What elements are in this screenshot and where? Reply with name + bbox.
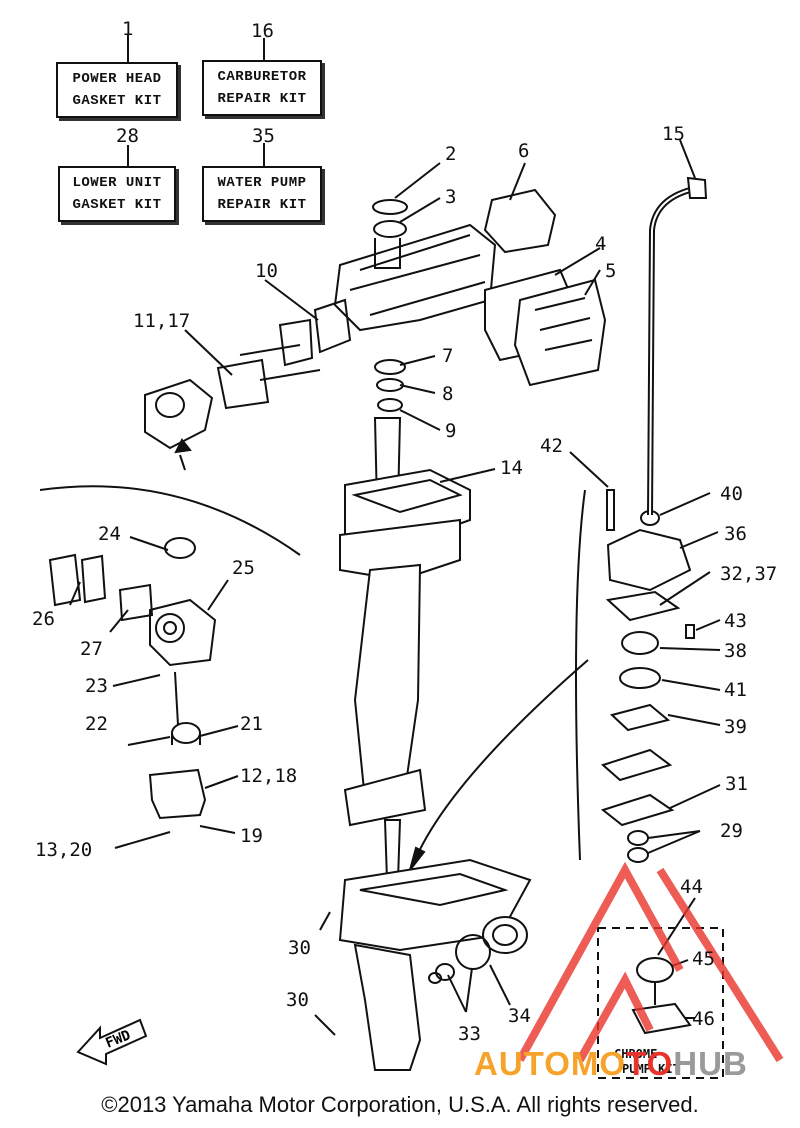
kit-box-line2: REPAIR KIT — [217, 91, 307, 107]
kit-box-line1: LOWER UNIT — [72, 175, 162, 191]
part-29: 29 — [720, 820, 743, 842]
part-7: 7 — [442, 345, 453, 367]
part-38: 38 — [724, 640, 747, 662]
part-10: 10 — [255, 260, 278, 282]
part-6: 6 — [518, 140, 529, 162]
part-30-upper: 30 — [288, 937, 311, 959]
part-30-lower: 30 — [286, 989, 309, 1011]
kit-box-line1: POWER HEAD — [72, 71, 162, 87]
part-23: 23 — [85, 675, 108, 697]
kit-box-carburetor: CARBURETOR REPAIR KIT — [202, 60, 322, 116]
brand-part3: HUB — [673, 1045, 748, 1082]
chrome-kit-label-line2: PUMP KIT — [622, 1062, 680, 1076]
kit-number-16: 16 — [251, 20, 274, 42]
kit-box-lower-unit: LOWER UNIT GASKET KIT — [58, 166, 176, 222]
part-43: 43 — [724, 610, 747, 632]
fwd-arrow: FWD — [76, 1018, 148, 1066]
part-39: 39 — [724, 716, 747, 738]
part-41: 41 — [724, 679, 747, 701]
kit-box-line1: WATER PUMP — [217, 175, 307, 191]
part-31: 31 — [725, 773, 748, 795]
brand-part1: AUTOMO — [474, 1045, 627, 1082]
part-24: 24 — [98, 523, 121, 545]
kit-number-28: 28 — [116, 125, 139, 147]
part-15: 15 — [662, 123, 685, 145]
part-22: 22 — [85, 713, 108, 735]
part-3: 3 — [445, 186, 456, 208]
reference-numbers: 1 16 28 35 2 3 4 5 6 7 8 9 10 11,17 12,1… — [32, 18, 777, 1045]
part-32-37: 32,37 — [720, 563, 777, 585]
part-34: 34 — [508, 1005, 531, 1027]
part-33: 33 — [458, 1023, 481, 1045]
chrome-kit-label-line1: CHROME — [614, 1047, 657, 1061]
part-4: 4 — [595, 233, 606, 255]
kit-box-water-pump: WATER PUMP REPAIR KIT — [202, 166, 322, 222]
part-46: 46 — [692, 1008, 715, 1030]
kit-box-line2: REPAIR KIT — [217, 197, 307, 213]
copyright-notice: ©2013 Yamaha Motor Corporation, U.S.A. A… — [101, 1092, 699, 1117]
part-11-17: 11,17 — [133, 310, 190, 332]
part-5: 5 — [605, 260, 616, 282]
watermark-brand: AUTOMOTOHUB — [474, 1045, 748, 1083]
brand-part2: TO — [626, 1045, 674, 1082]
kit-box-line1: CARBURETOR — [217, 69, 307, 85]
part-26: 26 — [32, 608, 55, 630]
part-13-20: 13,20 — [35, 839, 92, 861]
part-19: 19 — [240, 825, 263, 847]
kit-box-line2: GASKET KIT — [72, 197, 162, 213]
kit-number-1: 1 — [122, 18, 133, 40]
part-8: 8 — [442, 383, 453, 405]
part-12-18: 12,18 — [240, 765, 297, 787]
kit-number-35: 35 — [252, 125, 275, 147]
kit-box-power-head: POWER HEAD GASKET KIT — [56, 62, 178, 118]
kit-box-line2: GASKET KIT — [72, 93, 162, 109]
part-45: 45 — [692, 948, 715, 970]
watermark-logo — [516, 861, 784, 1063]
part-21: 21 — [240, 713, 263, 735]
part-36: 36 — [724, 523, 747, 545]
part-44: 44 — [680, 876, 703, 898]
part-14: 14 — [500, 457, 523, 479]
part-25: 25 — [232, 557, 255, 579]
part-42: 42 — [540, 435, 563, 457]
part-27: 27 — [80, 638, 103, 660]
part-9: 9 — [445, 420, 456, 442]
part-2: 2 — [445, 143, 456, 165]
part-40: 40 — [720, 483, 743, 505]
